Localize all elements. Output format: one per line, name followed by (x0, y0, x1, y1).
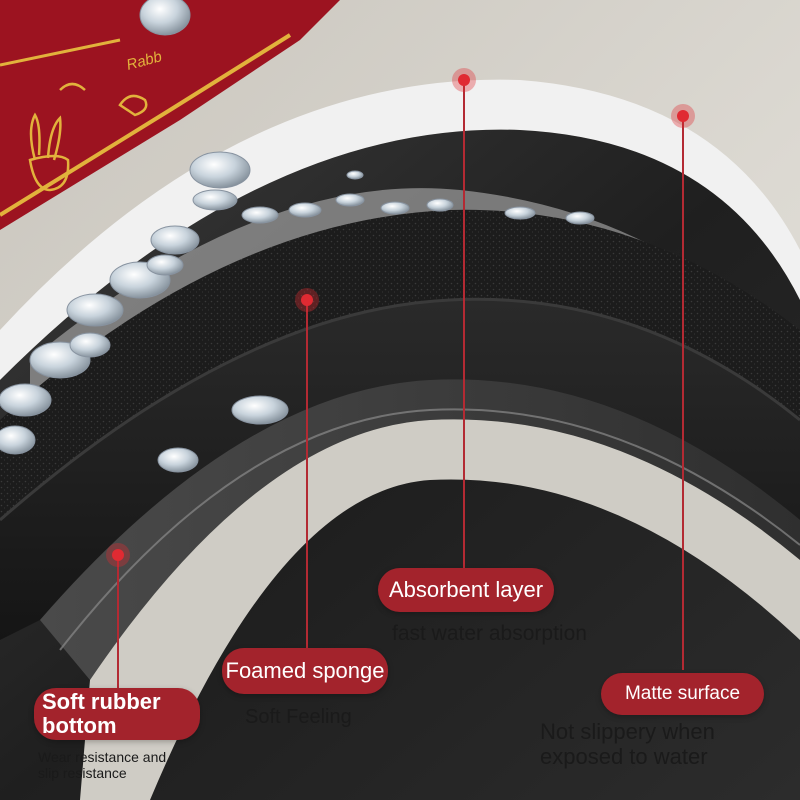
absorbent-layer-label: Absorbent layer (378, 568, 554, 612)
water-droplets (0, 0, 595, 473)
foamed-sponge-desc: Soft Feeling (245, 706, 352, 728)
soft-rubber-desc-line1: Wear resistance and (38, 749, 167, 765)
matte-surface-desc-line2: exposed to water (540, 744, 708, 769)
rubber-bottom-layer (40, 379, 800, 680)
matte-surface-title: Matte surface (624, 683, 741, 704)
matte-surface-desc-line1: Not slippery when (540, 719, 715, 744)
absorbent-layer-title: Absorbent layer (388, 577, 544, 602)
soft-rubber-bottom-label: Soft rubber bottom (34, 688, 200, 740)
sponge-layer (0, 299, 800, 640)
absorbent-layer (0, 209, 800, 521)
matte-surface-label: Matte surface (601, 673, 764, 715)
foamed-sponge-label: Foamed sponge (222, 648, 388, 694)
absorbent-layer-desc: fast water absorption (392, 622, 587, 645)
soft-rubber-title-line1: Soft rubber (42, 689, 161, 714)
connector-lines (117, 82, 684, 690)
foamed-sponge-title: Foamed sponge (225, 658, 385, 683)
soft-rubber-desc-line2: slip resistance (38, 765, 127, 781)
marker-dots (106, 68, 695, 567)
soft-rubber-title-line2: bottom (42, 713, 117, 738)
